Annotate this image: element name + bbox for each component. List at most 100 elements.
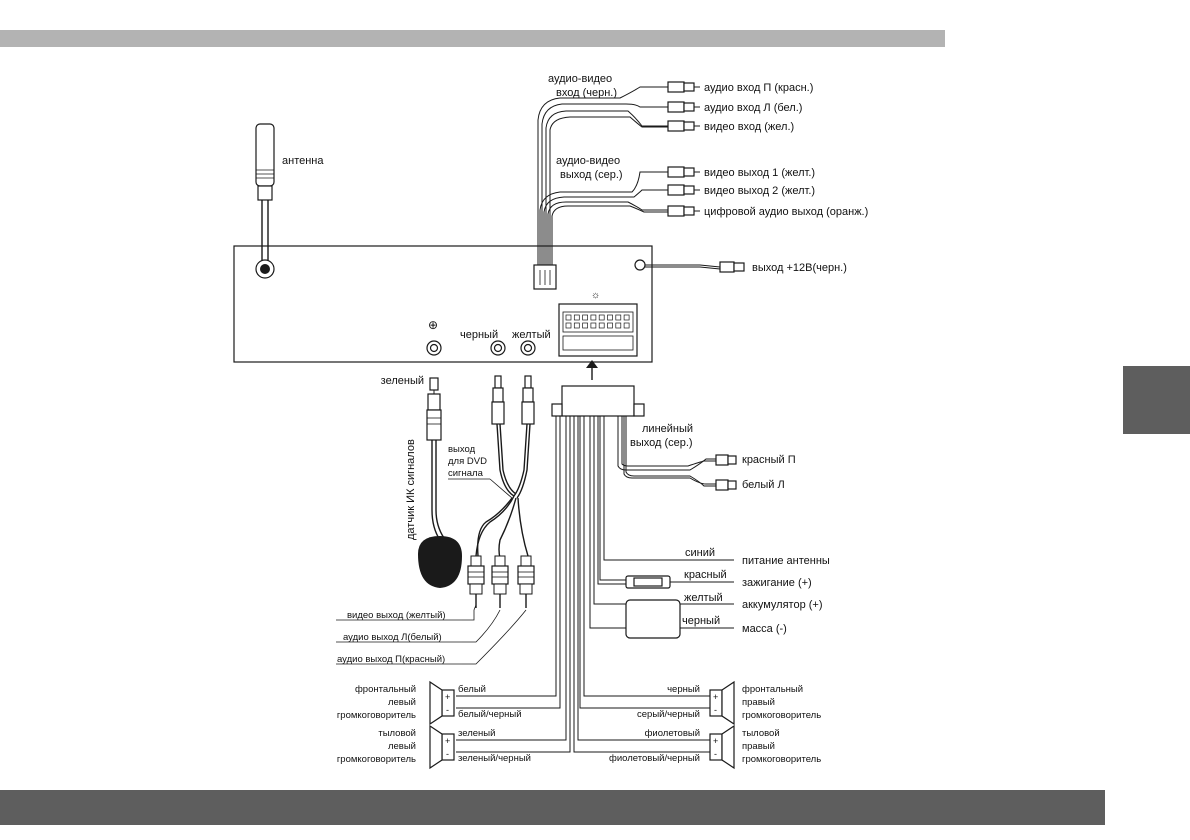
av-cable-bundle [533,86,668,290]
iso-pin [623,314,630,321]
label-wire-violet: фиолетовый [645,728,700,739]
rca-plug-video-out-1 [667,166,700,178]
label-yellow: желтый [512,329,551,341]
iso-pin [565,314,572,321]
rca-plug-video-in [667,120,700,132]
label-wire-violet-black: фиолетовый/черный [609,753,700,764]
label-rear-left-2: левый [388,741,416,752]
label-av-in-1: аудио-видео [548,73,612,85]
rca-plug-part [491,565,509,585]
dvd-out-cable [475,375,535,559]
label-front-left-3: громкоговоритель [337,710,416,721]
label-dvd-out-2: для DVD [448,456,487,467]
rca-plugs-dvd-out [467,555,535,608]
label-battery: аккумулятор (+) [742,599,823,611]
iso-plug [551,385,645,417]
iso-pin [590,322,597,329]
iso-pin [590,314,597,321]
label-wire-black-r: черный [667,684,700,695]
rl-minus: - [446,749,449,759]
label-antenna-power: питание антенны [742,555,830,567]
speaker-front-right [709,680,735,726]
rca-plug-part [519,583,533,595]
ground-screw-icon: ⊕ [428,318,438,332]
iso-pin [615,322,622,329]
speaker-rear-right [709,724,735,770]
label-wire-white: белый [458,684,486,695]
iso-pin [607,322,613,329]
label-av-in-2: вход (черн.) [556,87,617,99]
label-antenna: антенна [282,155,324,167]
antenna-plug [255,123,275,279]
label-rear-left-3: громкоговоритель [337,754,416,765]
label-green: зеленый [381,375,424,387]
rca-plug-part [517,565,535,585]
rl-plus: + [445,736,450,746]
iso-pin [565,322,572,329]
label-line-out-1: линейный [642,423,693,435]
line-out-cable [617,416,737,491]
label-rear-right-1: тыловой [742,728,780,739]
rca-plug-part [520,555,532,567]
label-line-out-2: выход (сер.) [630,437,693,449]
label-front-left-2: левый [388,697,416,708]
label-video-out-2: видео выход 2 (желт.) [704,185,815,197]
head-unit-rear-panel [233,245,653,363]
iso-pin [582,314,588,321]
speaker-rear-left [429,724,455,770]
label-wire-gray-black: серый/черный [637,709,700,720]
rca-plug-part [493,583,507,595]
label-front-right-3: громкоговоритель [742,710,821,721]
label-red: красный [684,569,727,581]
speaker-front-left [429,680,455,726]
label-blue: синий [685,547,715,559]
iso-pin [582,322,588,329]
label-wire-green-black: зеленый/черный [458,753,531,764]
label-rear-right-2: правый [742,741,775,752]
rr-minus: - [714,749,717,759]
bottom-decor-bar [0,790,1105,825]
rca-plug-part [470,555,482,567]
iso-pin [598,322,605,329]
fl-minus: - [446,705,449,715]
label-front-right-1: фронтальный [742,684,803,695]
label-ir-sensor: датчик ИК сигналов [405,439,417,540]
label-wire-green: зеленый [458,728,495,739]
label-white-l: белый Л [742,479,785,491]
label-out-12v: выход +12В(черн.) [752,262,847,274]
iso-socket: ☼ [558,290,638,357]
power-wires [589,416,734,639]
fr-plus: + [713,692,718,702]
label-ignition: зажигание (+) [742,577,812,589]
label-audio-out-r: аудио выход П(красный) [337,654,445,665]
svg-text:☼: ☼ [591,290,600,301]
label-video-out-1: видео выход 1 (желт.) [704,167,815,179]
rca-plug-audio-in-r [667,81,700,93]
rca-plug-video-out-2 [667,184,700,196]
iso-pin [573,322,580,329]
label-video-in: видео вход (жел.) [704,121,794,133]
ir-sensor-cable [418,377,462,588]
label-digital-out: цифровой аудио выход (оранж.) [704,206,868,218]
fr-minus: - [714,705,717,715]
iso-pin [623,322,630,329]
label-dvd-out-1: выход [448,444,476,455]
side-tab-marker [1123,366,1190,434]
fl-plus: + [445,692,450,702]
iso-pin [573,314,580,321]
label-yellow-wire: желтый [684,592,723,604]
label-audio-in-l: аудио вход Л (бел.) [704,102,802,114]
iso-pin [598,314,605,321]
label-rear-right-3: громкоговоритель [742,754,821,765]
insert-arrow-icon [586,360,598,380]
rca-plug-part [494,555,506,567]
label-black: черный [460,329,498,341]
label-audio-in-r: аудио вход П (красн.) [704,82,813,94]
label-wire-white-black: белый/черный [458,709,522,720]
rca-plug-digital-out [667,205,700,217]
label-video-out-yellow: видео выход (желтый) [347,610,446,621]
label-av-out-1: аудио-видео [556,155,620,167]
label-av-out-2: выход (сер.) [560,169,623,181]
label-dvd-out-3: сигнала [448,468,484,479]
